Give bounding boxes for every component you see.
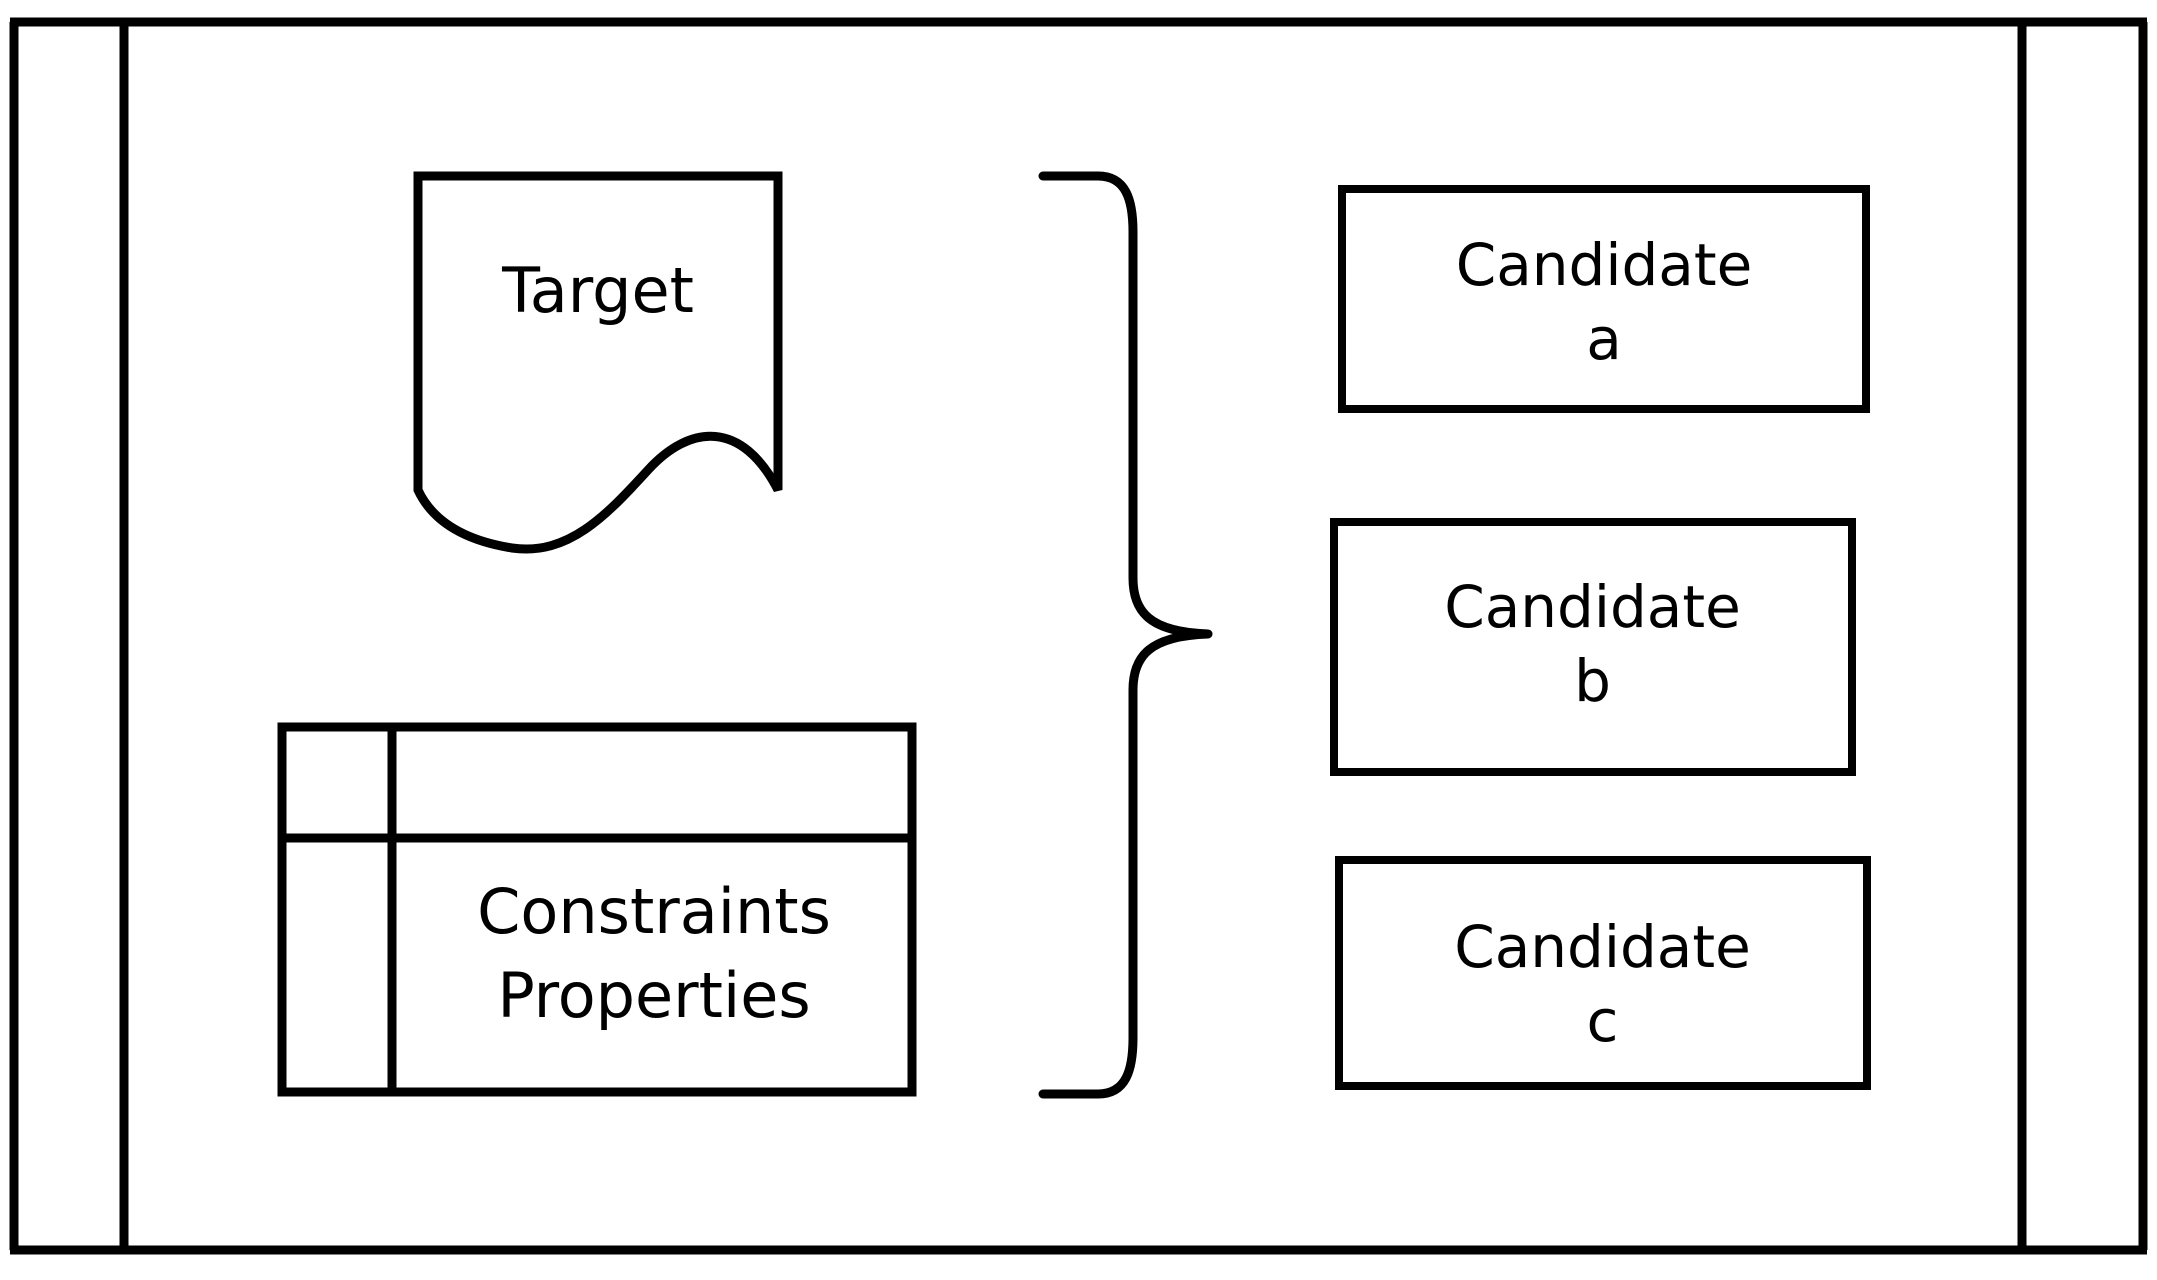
candidate-boxes bbox=[1330, 185, 1871, 1090]
candidate-b-label: Candidate b bbox=[1444, 573, 1741, 716]
candidate-c-box[interactable] bbox=[1335, 856, 1871, 1090]
table-outer-border bbox=[277, 722, 917, 1097]
target-outline bbox=[413, 171, 783, 554]
constraints-properties-label: Constraints Properties bbox=[477, 875, 831, 1032]
constraints-properties-table[interactable] bbox=[277, 722, 917, 1097]
candidate-c-label: Candidate c bbox=[1454, 913, 1751, 1056]
outer-frame bbox=[9, 17, 2148, 1255]
target-document-shape[interactable] bbox=[413, 171, 783, 554]
brace-path bbox=[1038, 171, 1213, 1099]
candidate-b-box[interactable] bbox=[1330, 518, 1856, 776]
candidate-a-box[interactable] bbox=[1338, 185, 1870, 413]
curly-brace bbox=[1038, 171, 1213, 1099]
candidate-a-label: Candidate a bbox=[1455, 231, 1753, 374]
target-label: Target bbox=[502, 254, 694, 327]
